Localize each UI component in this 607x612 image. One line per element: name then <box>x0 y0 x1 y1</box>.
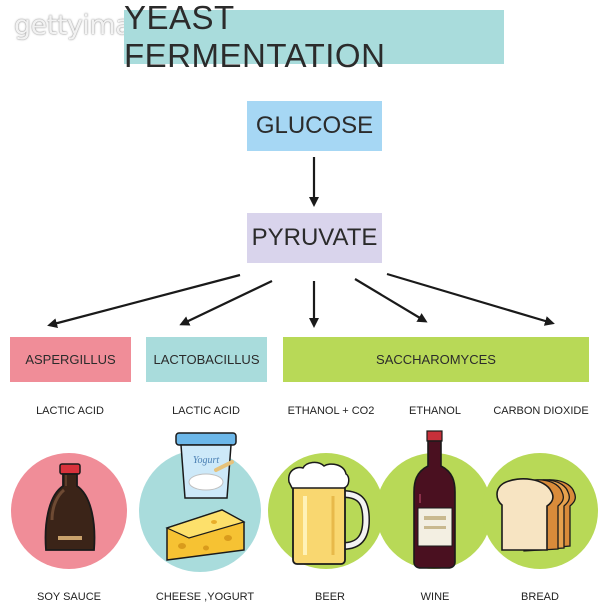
product-label-lactobacillus: LACTIC ACID <box>172 405 240 417</box>
food-label-bread: BREAD <box>521 591 559 603</box>
arrow-pyruvate-wine <box>354 278 428 323</box>
arrow-pyruvate-bread <box>386 272 555 326</box>
wine-bottle-icon <box>413 430 456 569</box>
yogurt-cup-label: Yogurt <box>193 455 220 466</box>
product-label-wine: ETHANOL <box>409 405 461 417</box>
page-title: YEAST FERMENTATION <box>124 0 386 74</box>
lactobacillus-label: LACTOBACILLUS <box>153 352 260 367</box>
food-label-soy-sauce: SOY SAUCE <box>37 591 101 603</box>
aspergillus-label: ASPERGILLUS <box>25 352 116 367</box>
soy-sauce-bottle-icon <box>44 463 96 551</box>
beer-mug-icon <box>288 461 371 565</box>
title-box: YEAST FERMENTATION <box>124 0 504 74</box>
arrow-pyruvate-lactobacillus <box>179 280 273 326</box>
saccharomyces-node: SACCHAROMYCES <box>283 337 589 382</box>
pyruvate-node: PYRUVATE <box>247 213 382 263</box>
arrow-pyruvate-aspergillus <box>47 273 241 329</box>
bread-slices-icon <box>496 478 576 552</box>
yogurt-cup-icon: Yogurt <box>175 432 237 499</box>
cheese-wedge-icon <box>165 509 246 561</box>
product-label-bread: CARBON DIOXIDE <box>493 405 589 417</box>
product-label-beer: ETHANOL + CO2 <box>287 405 375 417</box>
aspergillus-node: ASPERGILLUS <box>10 337 131 382</box>
saccharomyces-label: SACCHAROMYCES <box>376 352 496 367</box>
food-label-wine: WINE <box>420 591 450 603</box>
lactobacillus-node: LACTOBACILLUS <box>146 337 267 382</box>
food-label-beer: BEER <box>315 591 345 603</box>
glucose-label: GLUCOSE <box>255 112 374 139</box>
food-label-cheese-yogurt: CHEESE ,YOGURT <box>155 591 255 603</box>
product-label-aspergillus: LACTIC ACID <box>36 405 104 417</box>
glucose-node: GLUCOSE <box>247 101 382 151</box>
pyruvate-label: PYRUVATE <box>251 224 378 251</box>
